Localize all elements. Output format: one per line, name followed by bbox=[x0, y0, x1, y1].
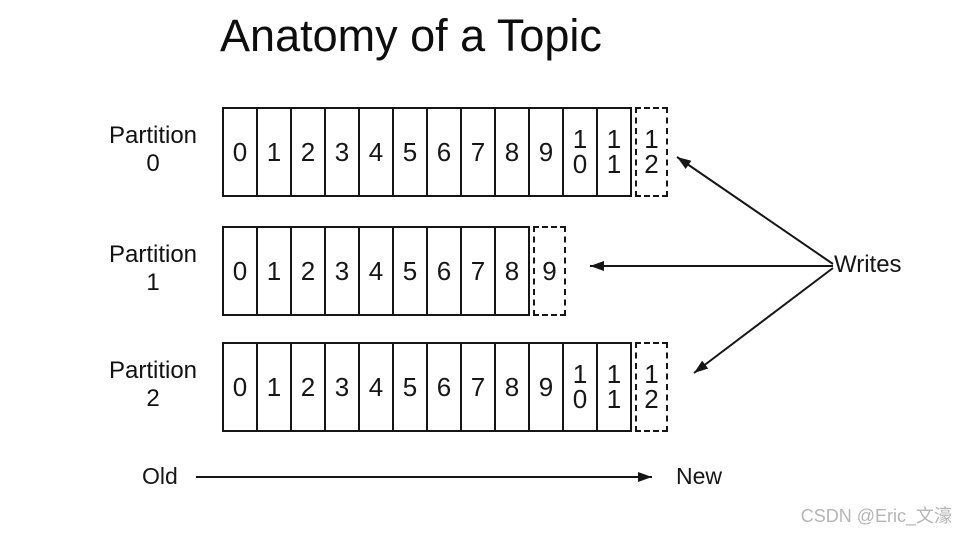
partition-1-next-write-cell: 9 bbox=[533, 226, 566, 316]
offset-cell-5: 5 bbox=[392, 226, 428, 316]
offset-cell-0: 0 bbox=[222, 226, 258, 316]
partition-2-label-index: 2 bbox=[146, 384, 160, 412]
offset-cell-8: 8 bbox=[494, 107, 530, 197]
offset-cell-6: 6 bbox=[426, 226, 462, 316]
offset-cell-8: 8 bbox=[494, 226, 530, 316]
offset-cell-3: 3 bbox=[324, 226, 360, 316]
offset-cell-11: 1 1 bbox=[596, 107, 632, 197]
offset-cell-4: 4 bbox=[358, 107, 394, 197]
offset-cell-3: 3 bbox=[324, 342, 360, 432]
offset-cell-5: 5 bbox=[392, 342, 428, 432]
offset-cell-2: 2 bbox=[290, 107, 326, 197]
offset-cell-7: 7 bbox=[460, 342, 496, 432]
offset-cell-9: 9 bbox=[528, 342, 564, 432]
writes-label: Writes bbox=[834, 251, 902, 278]
partition-1-label-index: 1 bbox=[146, 268, 160, 296]
partition-1-label-name: Partition bbox=[108, 240, 198, 268]
offset-cell-3: 3 bbox=[324, 107, 360, 197]
partition-1-label: Partition 1 bbox=[92, 241, 214, 297]
offset-cell-6: 6 bbox=[426, 107, 462, 197]
offset-cell-6: 6 bbox=[426, 342, 462, 432]
offset-cell-0: 0 bbox=[222, 107, 258, 197]
offset-cell-4: 4 bbox=[358, 342, 394, 432]
offset-cell-1: 1 bbox=[256, 226, 292, 316]
offset-cell-4: 4 bbox=[358, 226, 394, 316]
offset-cell-0: 0 bbox=[222, 342, 258, 432]
offset-cell-9: 9 bbox=[528, 107, 564, 197]
offset-cell-2: 2 bbox=[290, 226, 326, 316]
diagram-title: Anatomy of a Topic bbox=[220, 10, 602, 61]
partition-0-label-name: Partition bbox=[108, 121, 198, 149]
offset-cell-2: 2 bbox=[290, 342, 326, 432]
offset-cell-8: 8 bbox=[494, 342, 530, 432]
partition-2-next-write-cell: 1 2 bbox=[635, 342, 668, 432]
partition-2-label: Partition 2 bbox=[92, 357, 214, 413]
offset-cell-11: 1 1 bbox=[596, 342, 632, 432]
partition-0-next-write-cell: 1 2 bbox=[635, 107, 668, 197]
offset-cell-7: 7 bbox=[460, 107, 496, 197]
watermark: CSDN @Eric_文濠 bbox=[800, 506, 952, 526]
partition-0-label-index: 0 bbox=[146, 149, 160, 177]
offset-cell-10: 1 0 bbox=[562, 107, 598, 197]
offset-cell-7: 7 bbox=[460, 226, 496, 316]
offset-cell-1: 1 bbox=[256, 107, 292, 197]
new-label: New bbox=[676, 463, 723, 489]
offset-cell-10: 1 0 bbox=[562, 342, 598, 432]
partition-0-label: Partition 0 bbox=[92, 122, 214, 178]
offset-cell-5: 5 bbox=[392, 107, 428, 197]
offset-cell-1: 1 bbox=[256, 342, 292, 432]
partition-2-label-name: Partition bbox=[108, 356, 198, 384]
old-label: Old bbox=[142, 463, 178, 489]
